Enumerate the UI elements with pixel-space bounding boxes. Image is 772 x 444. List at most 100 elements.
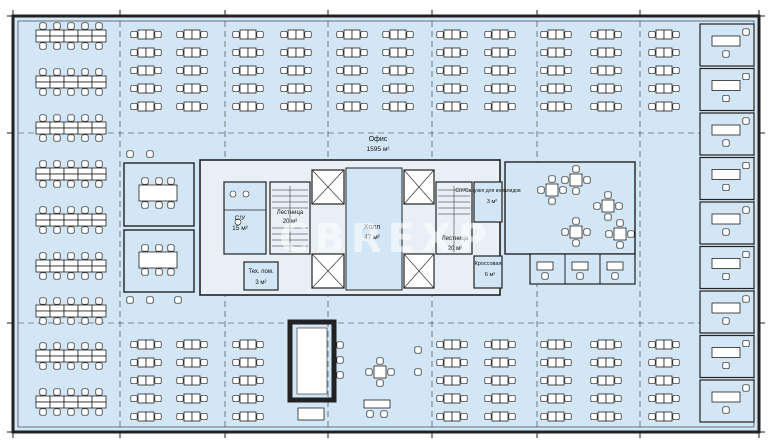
desk [443, 29, 453, 40]
desk [597, 393, 607, 404]
desk [343, 65, 353, 76]
desk [443, 83, 453, 94]
desk [63, 265, 79, 273]
chair [53, 68, 61, 76]
chair [382, 102, 390, 111]
desk [443, 47, 453, 58]
desk [63, 355, 79, 363]
chair [742, 384, 750, 392]
desk [295, 83, 305, 94]
chair [130, 394, 138, 403]
chair [95, 388, 103, 396]
room-labels: Офис 1595 м² Холл 47 м² Лестница 20 м² Л… [232, 136, 521, 286]
chair [53, 22, 61, 30]
workstation-row [35, 206, 107, 234]
chair [336, 66, 344, 75]
chair [376, 379, 384, 387]
chair [614, 48, 622, 57]
lounge-furniture [536, 165, 635, 280]
chair [81, 362, 89, 370]
desk [397, 29, 407, 40]
chair [67, 297, 75, 305]
chair [648, 376, 656, 385]
desk [35, 35, 51, 43]
workstation-cluster [232, 29, 264, 112]
desk [91, 355, 107, 363]
chair [406, 48, 414, 57]
desk [597, 375, 607, 386]
desk [597, 83, 607, 94]
desk [137, 47, 147, 58]
chair [627, 230, 635, 238]
disabled-wc-label: С/У/Санузел для инвалидов [455, 188, 521, 194]
desk [137, 411, 147, 422]
meeting-room-lower [123, 229, 195, 293]
chair [564, 66, 572, 75]
desk [49, 127, 65, 135]
desk [547, 357, 557, 368]
desk [91, 173, 107, 181]
chair [436, 66, 444, 75]
desk [663, 375, 673, 386]
chair [53, 252, 61, 260]
chair [590, 394, 598, 403]
desk [547, 47, 557, 58]
desk [451, 357, 461, 368]
desk [145, 101, 155, 112]
desk [351, 47, 361, 58]
chair [590, 102, 598, 111]
outer-wall [11, 14, 761, 434]
cleaning-label: Кроссовая [475, 261, 502, 267]
chair [95, 88, 103, 96]
chair [256, 66, 264, 75]
chair [176, 358, 184, 367]
desk [663, 83, 673, 94]
chair [39, 42, 47, 50]
chair [614, 66, 622, 75]
cellular-office [699, 156, 755, 201]
desk [239, 375, 249, 386]
desk [491, 65, 501, 76]
chair [648, 66, 656, 75]
workstation-row [35, 252, 107, 280]
chair [336, 356, 344, 364]
chair [167, 201, 175, 209]
desk [49, 35, 65, 43]
chair [576, 272, 584, 280]
desk [451, 47, 461, 58]
chair [336, 341, 344, 349]
chair [81, 226, 89, 234]
desk [239, 65, 249, 76]
chair [53, 42, 61, 50]
desk [389, 83, 399, 94]
table [545, 183, 559, 197]
chair [508, 84, 516, 93]
table [569, 225, 583, 239]
chair [81, 388, 89, 396]
desk [145, 411, 155, 422]
chair [742, 250, 750, 259]
disabled-wc-area: 3 м² [487, 199, 497, 205]
desk [606, 261, 624, 271]
desk [443, 411, 453, 422]
desk [63, 259, 79, 267]
cellular-office [699, 67, 755, 112]
desk [183, 29, 193, 40]
desk [499, 65, 509, 76]
chair [95, 317, 103, 325]
desk [35, 29, 51, 37]
desk [91, 219, 107, 227]
desk [655, 65, 665, 76]
chair [360, 30, 368, 39]
desk [491, 375, 501, 386]
chair [406, 102, 414, 111]
chair [95, 22, 103, 30]
desk [597, 101, 607, 112]
chair [742, 295, 750, 303]
chair [616, 241, 624, 249]
desk [49, 265, 65, 273]
chair [95, 252, 103, 260]
chair [256, 376, 264, 385]
cellular-office [699, 290, 755, 334]
chair [460, 48, 468, 57]
